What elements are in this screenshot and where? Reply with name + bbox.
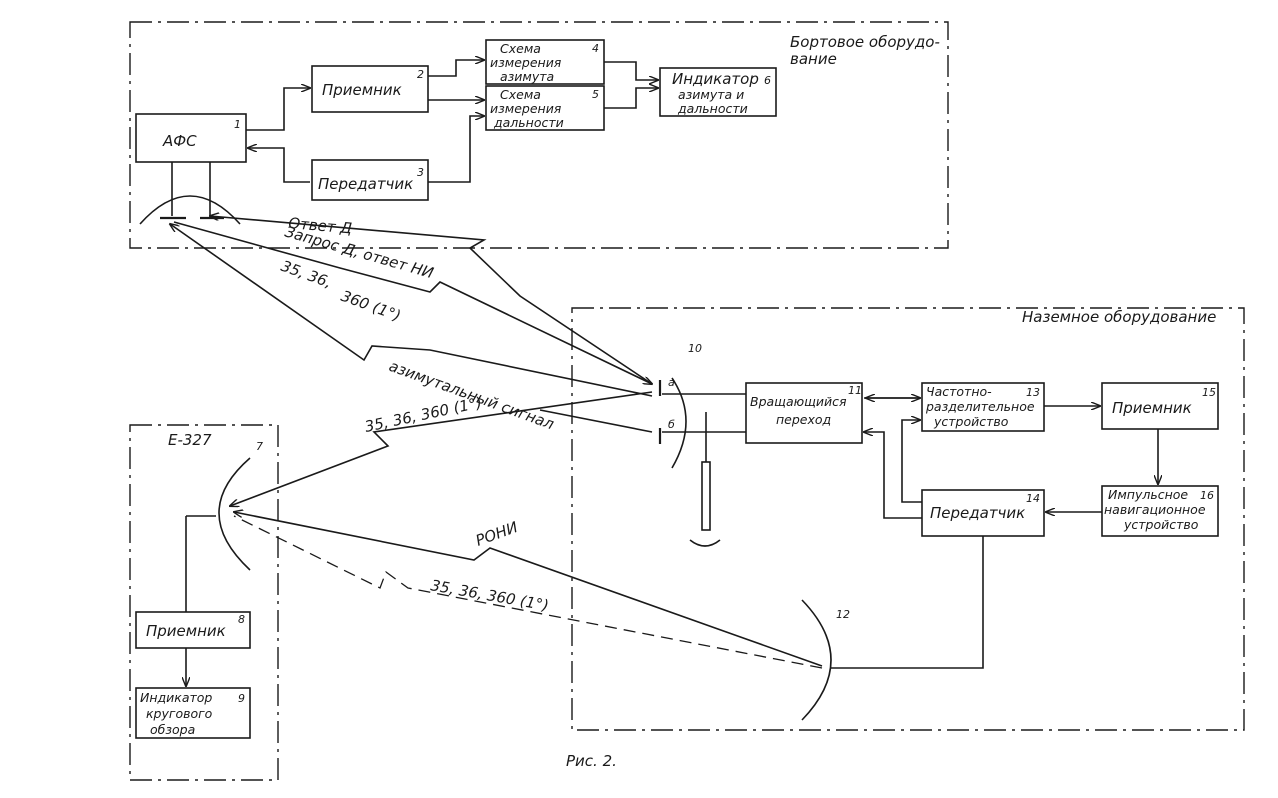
- svg-text:Передатчик: Передатчик: [318, 175, 413, 193]
- svg-text:Индикатор: Индикатор: [672, 70, 759, 88]
- reply-d-label: Ответ Д: [288, 214, 353, 238]
- svg-text:азимута и: азимута и: [678, 87, 744, 102]
- svg-text:обзора: обзора: [150, 722, 195, 737]
- svg-text:дальности: дальности: [677, 101, 748, 116]
- afs-block: АФС 1: [135, 113, 247, 163]
- svg-text:Импульсное: Импульсное: [1108, 487, 1188, 502]
- svg-text:14: 14: [1026, 492, 1040, 505]
- reply-d-path: [210, 216, 653, 385]
- svg-text:устройство: устройство: [1123, 517, 1199, 532]
- pulse-navigation-block: Импульсное навигационное устройство 16: [1101, 485, 1219, 537]
- svg-text:Схема: Схема: [500, 41, 541, 56]
- freq-360-label: 360 (1°): [339, 287, 404, 325]
- svg-text:а: а: [668, 376, 675, 389]
- svg-text:13: 13: [1026, 386, 1040, 399]
- svg-text:11: 11: [848, 384, 862, 397]
- onboard-connections: [246, 60, 658, 183]
- svg-text:Вращающийся: Вращающийся: [750, 394, 847, 409]
- svg-text:Приемник: Приемник: [146, 622, 226, 640]
- svg-text:Индикатор: Индикатор: [140, 690, 212, 705]
- range-circuit-block: Схема измерения дальности 5: [485, 85, 605, 131]
- antenna-b-link: [539, 409, 653, 433]
- onboard-equipment-label-2: вание: [790, 50, 837, 68]
- svg-text:15: 15: [1202, 386, 1216, 399]
- svg-text:б: б: [668, 418, 675, 431]
- ground-equipment-label: Наземное оборудование: [1022, 308, 1216, 326]
- roni-path: [234, 512, 823, 667]
- e327-frame: [129, 424, 279, 781]
- svg-text:2: 2: [417, 68, 424, 81]
- dashed-freq-path: [233, 515, 823, 669]
- svg-text:4: 4: [592, 42, 599, 55]
- svg-text:азимута: азимута: [500, 69, 554, 84]
- svg-text:Схема: Схема: [500, 87, 541, 102]
- figure-caption: Рис. 2.: [566, 752, 617, 770]
- ground-connections: [662, 393, 1158, 669]
- freq-35-36-label: 35, 36,: [279, 257, 334, 292]
- svg-text:навигационное: навигационное: [1104, 502, 1206, 517]
- azimuth-circuit-block: Схема измерения азимута 4: [485, 39, 605, 85]
- svg-text:разделительное: разделительное: [925, 399, 1035, 414]
- transmitter-ground-block: Передатчик 14: [921, 489, 1045, 537]
- frequency-separator-block: Частотно- разделительное устройство 13: [921, 382, 1045, 432]
- request-d-path: [173, 221, 652, 384]
- signal-to-e327-label: 35, 36, 360 (1°): [363, 393, 484, 435]
- svg-text:1: 1: [234, 118, 241, 131]
- ground-antenna-10: 10 а б: [658, 342, 721, 547]
- e327-antenna-7: 7: [185, 440, 263, 612]
- rotary-joint-block: Вращающийся переход 11: [745, 382, 863, 444]
- svg-text:АФС: АФС: [162, 132, 197, 150]
- svg-text:измерения: измерения: [490, 55, 562, 70]
- svg-text:10: 10: [688, 342, 702, 355]
- ground-antenna-12: 12: [801, 599, 850, 721]
- azimuth-signal-path: [170, 224, 653, 397]
- transmitter-top-block: Передатчик 3: [311, 159, 429, 201]
- afs-antenna: [139, 162, 241, 225]
- svg-text:Приемник: Приемник: [322, 81, 402, 99]
- e327-label: Е-327: [168, 431, 212, 449]
- svg-text:16: 16: [1200, 489, 1214, 502]
- svg-text:Частотно-: Частотно-: [926, 384, 992, 399]
- svg-text:переход: переход: [776, 412, 831, 427]
- svg-text:5: 5: [592, 88, 599, 101]
- svg-text:кругового: кругового: [146, 706, 213, 721]
- svg-text:8: 8: [238, 613, 245, 626]
- svg-text:6: 6: [764, 74, 771, 87]
- svg-text:9: 9: [238, 692, 245, 705]
- onboard-equipment-label: Бортовое оборудо-: [790, 33, 940, 51]
- signal-to-e327-path: [230, 391, 653, 506]
- svg-text:измерения: измерения: [490, 101, 562, 116]
- onboard-equipment-frame: [129, 21, 949, 249]
- svg-text:Приемник: Приемник: [1112, 399, 1192, 417]
- svg-text:Передатчик: Передатчик: [930, 504, 1025, 522]
- svg-text:устройство: устройство: [933, 414, 1009, 429]
- svg-text:3: 3: [417, 166, 424, 179]
- receiver-top-block: Приемник 2: [311, 65, 429, 113]
- indicator-circular-block: Индикатор кругового обзора 9: [135, 687, 251, 739]
- svg-text:7: 7: [256, 440, 263, 453]
- dashed-freq-label: 35, 36, 360 (1°): [429, 576, 550, 614]
- receiver-e327-block: Приемник 8: [135, 611, 251, 649]
- receiver-ground-block: Приемник 15: [1101, 382, 1219, 430]
- indicator-azimuth-range-block: Индикатор азимута и дальности 6: [659, 67, 777, 117]
- svg-text:12: 12: [836, 608, 850, 621]
- ground-equipment-frame: [571, 307, 1245, 731]
- roni-label: РОНИ: [473, 518, 520, 550]
- svg-text:дальности: дальности: [493, 115, 564, 130]
